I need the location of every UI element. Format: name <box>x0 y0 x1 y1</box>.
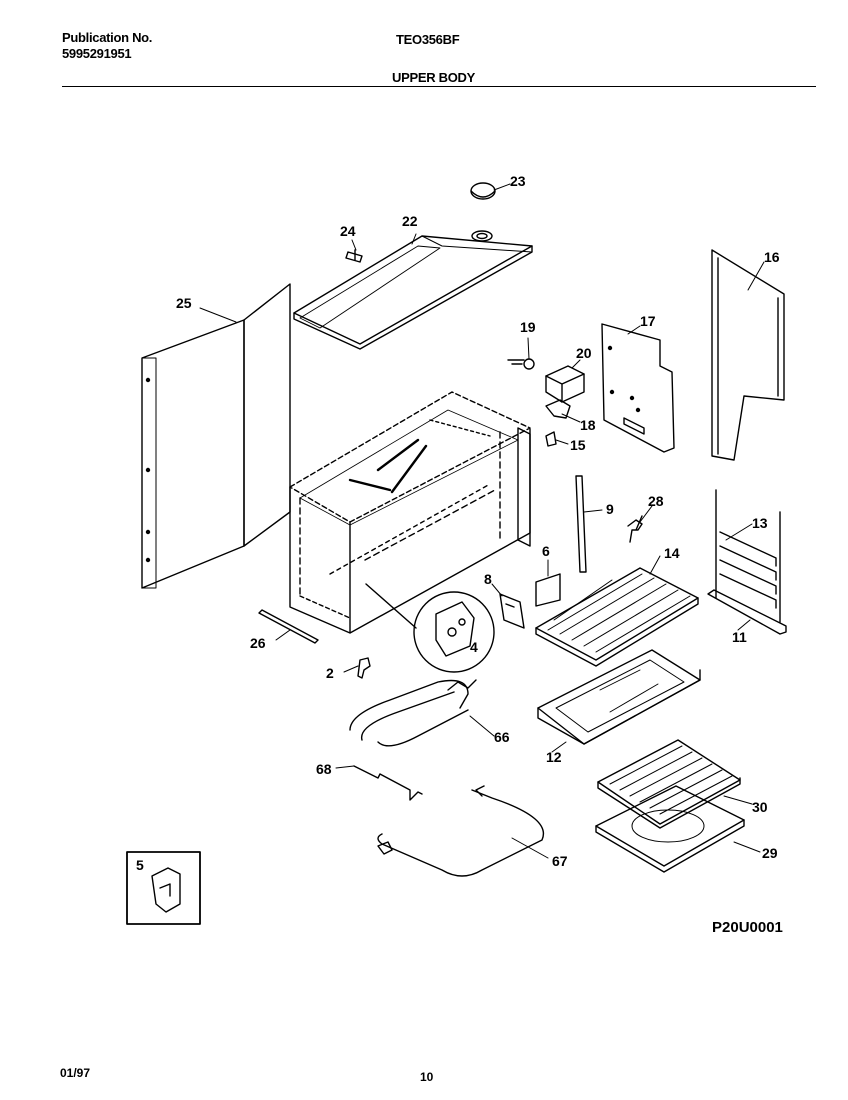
part-sensor-19 <box>507 358 535 370</box>
part-side-panel <box>141 283 291 589</box>
part-bracket-8 <box>499 593 525 629</box>
callout-17: 17 <box>640 313 656 329</box>
part-top-panel <box>293 230 533 350</box>
callout-29: 29 <box>762 845 778 861</box>
part-bracket-4-detail <box>365 583 495 673</box>
part-knob-cap <box>470 182 496 200</box>
part-switch-20 <box>545 365 585 403</box>
part-back-panel-17 <box>601 323 675 453</box>
callout-14: 14 <box>664 545 680 561</box>
callout-28: 28 <box>648 493 664 509</box>
callout-66: 66 <box>494 729 510 745</box>
part-broil-element-66 <box>349 679 477 747</box>
callout-68: 68 <box>316 761 332 777</box>
callout-13: 13 <box>752 515 768 531</box>
section-title: UPPER BODY <box>392 70 475 85</box>
part-clip-24 <box>345 249 363 263</box>
part-28 <box>627 515 643 543</box>
part-broil-frame-12 <box>537 649 701 745</box>
callout-20: 20 <box>576 345 592 361</box>
callout-9: 9 <box>606 501 614 517</box>
callout-23: 23 <box>510 173 526 189</box>
callout-24: 24 <box>340 223 356 239</box>
revision-date: 01/97 <box>60 1066 91 1080</box>
part-duct-16 <box>711 249 785 461</box>
part-5-inset <box>126 851 201 925</box>
callout-5: 5 <box>136 857 144 873</box>
part-broil-pan-29 <box>595 785 745 873</box>
figure-code: P20U0001 <box>712 919 783 936</box>
model-number: TEO356BF <box>396 32 460 47</box>
publication-label: Publication No. <box>62 30 153 45</box>
callout-16: 16 <box>764 249 780 265</box>
part-rail-11 <box>707 589 787 635</box>
part-strip-9 <box>575 475 587 573</box>
header-rule <box>62 86 816 87</box>
part-label-6 <box>535 573 561 607</box>
callout-12: 12 <box>546 749 562 765</box>
part-clip-15 <box>545 431 557 447</box>
part-clip-2 <box>357 657 371 679</box>
part-oven-frame <box>289 391 531 634</box>
callout-19: 19 <box>520 319 536 335</box>
page-number: 10 <box>420 1070 434 1084</box>
callout-6: 6 <box>542 543 550 559</box>
part-68 <box>353 765 423 801</box>
publication-number: 5995291951 <box>62 46 132 61</box>
callout-22: 22 <box>402 213 418 229</box>
callout-8: 8 <box>484 571 492 587</box>
callout-11: 11 <box>732 629 747 645</box>
callout-25: 25 <box>176 295 192 311</box>
callout-4: 4 <box>470 639 478 655</box>
callout-30: 30 <box>752 799 768 815</box>
part-18 <box>545 399 571 419</box>
callout-18: 18 <box>580 417 596 433</box>
leader-lines <box>199 183 765 859</box>
callout-15: 15 <box>570 437 586 453</box>
part-broil-grid-30 <box>597 739 741 829</box>
part-bake-element-67 <box>377 785 545 877</box>
callout-26: 26 <box>250 635 266 651</box>
callout-labels: 23 24 22 25 16 19 17 20 18 15 9 28 13 6 … <box>136 173 783 936</box>
part-oven-rack-14 <box>535 567 699 667</box>
part-rack-supports-13 <box>715 489 781 623</box>
callout-67: 67 <box>552 853 568 869</box>
part-rod-26 <box>258 609 319 644</box>
callout-2: 2 <box>326 665 334 681</box>
